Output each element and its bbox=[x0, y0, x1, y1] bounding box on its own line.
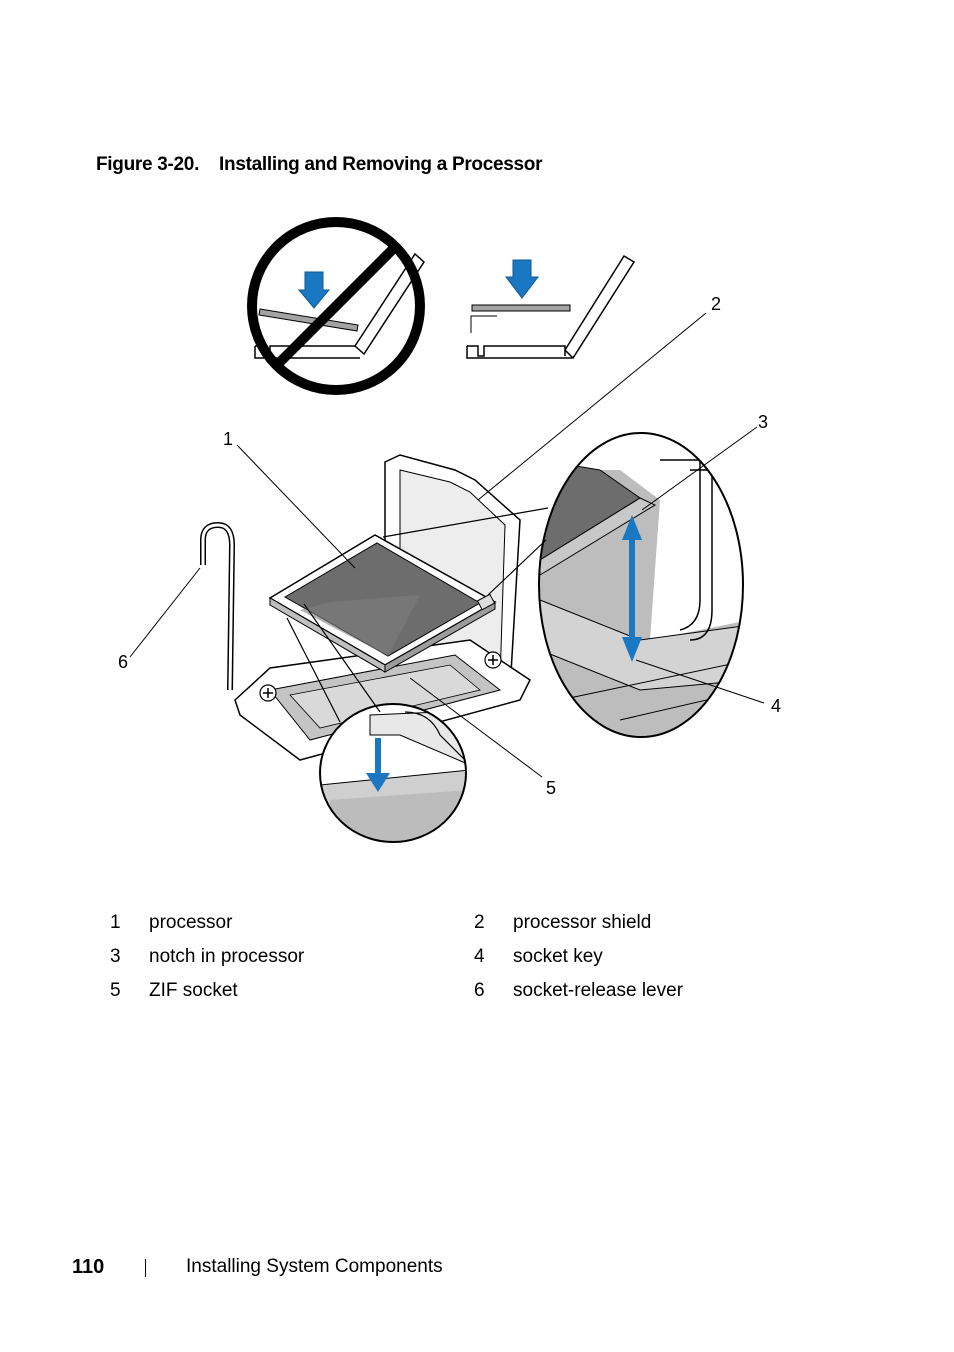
down-arrow-icon bbox=[504, 259, 540, 299]
legend-label: ZIF socket bbox=[149, 980, 238, 1001]
figure-caption: Figure 3-20. Installing and Removing a Pr… bbox=[96, 154, 543, 176]
figure-title: Installing and Removing a Processor bbox=[219, 154, 543, 175]
callout-2: 2 bbox=[711, 294, 721, 314]
legend-row: 5 ZIF socket 6 socket-release lever bbox=[0, 980, 954, 1010]
processor-installation-figure: 1 2 3 4 5 6 bbox=[118, 217, 781, 843]
correct-orientation-diagram bbox=[466, 254, 636, 360]
legend-label: socket key bbox=[513, 946, 603, 967]
legend-number: 1 bbox=[110, 912, 121, 933]
legend-row: 3 notch in processor 4 socket key bbox=[0, 946, 954, 976]
legend-number: 4 bbox=[474, 946, 485, 967]
socket-illustration bbox=[200, 454, 531, 761]
page-footer: 110 Installing System Components bbox=[0, 1256, 954, 1286]
legend-label: processor bbox=[149, 912, 233, 933]
figure-number: Figure 3-20. bbox=[96, 154, 200, 175]
notch-detail-inset bbox=[382, 432, 744, 738]
callout-4: 4 bbox=[771, 696, 781, 716]
callout-5: 5 bbox=[546, 778, 556, 798]
incorrect-orientation-diagram bbox=[247, 217, 425, 395]
footer-divider bbox=[145, 1259, 146, 1277]
legend-label: processor shield bbox=[513, 912, 652, 933]
legend-row: 1 processor 2 processor shield bbox=[0, 912, 954, 942]
leader-lines bbox=[129, 312, 765, 778]
legend-number: 3 bbox=[110, 946, 121, 967]
down-arrow-icon bbox=[297, 271, 331, 309]
socket-detail-inset bbox=[286, 603, 467, 843]
section-title: Installing System Components bbox=[186, 1256, 443, 1277]
callout-3: 3 bbox=[758, 412, 768, 432]
legend-label: notch in processor bbox=[149, 946, 305, 967]
callout-6: 6 bbox=[118, 652, 128, 672]
legend-number: 2 bbox=[474, 912, 485, 933]
page-number: 110 bbox=[72, 1256, 105, 1278]
prohibited-sign-icon bbox=[247, 217, 425, 395]
legend-number: 5 bbox=[110, 980, 121, 1001]
callout-1: 1 bbox=[223, 429, 233, 449]
legend-number: 6 bbox=[474, 980, 485, 1001]
legend-label: socket-release lever bbox=[513, 980, 684, 1001]
